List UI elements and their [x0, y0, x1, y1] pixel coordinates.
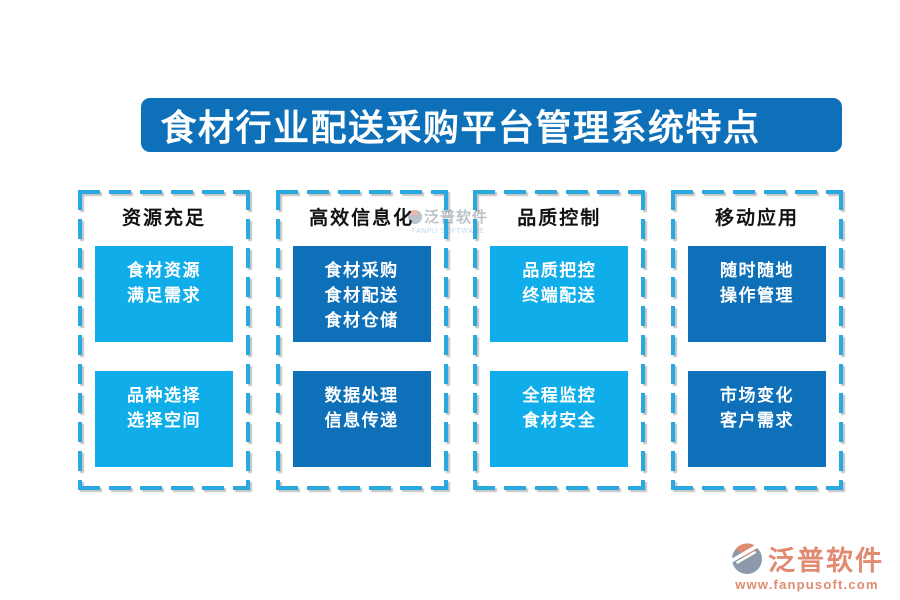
feature-box: 随时随地 操作管理: [687, 246, 826, 342]
feature-line: 品种选择: [127, 386, 201, 405]
feature-box: 品种选择 选择空间: [95, 371, 233, 467]
feature-line: 全程监控: [522, 386, 597, 405]
column-mobile: 移动应用 随时随地 操作管理 市场变化 客户需求: [670, 190, 843, 490]
feature-line: 食材资源: [127, 261, 201, 280]
feature-box: 品质把控 终端配送: [490, 246, 629, 342]
feature-line: 客户需求: [719, 411, 794, 430]
watermark-subtext: FANPU SOFTWARE: [411, 228, 485, 235]
feature-box: 食材采购 食材配送 食材仓储: [292, 246, 431, 342]
feature-box: 全程监控 食材安全: [490, 371, 629, 467]
feature-columns: 资源充足 食材资源 满足需求 品种选择 选择空间 高效信息化 食材采购 食材配送…: [78, 190, 843, 490]
column-header: 品质控制: [517, 208, 602, 229]
feature-line: 信息传递: [324, 411, 399, 430]
logo-row: 泛普软件: [730, 539, 884, 578]
logo-url: www.fanpusoft.com: [735, 577, 879, 592]
feature-line: 品质把控: [522, 261, 597, 280]
feature-line: 食材安全: [522, 411, 597, 430]
feature-line: 数据处理: [324, 386, 399, 405]
column-resources: 资源充足 食材资源 满足需求 品种选择 选择空间: [78, 190, 250, 490]
vendor-logo: 泛普软件 www.fanpusoft.com: [730, 539, 884, 592]
feature-line: 市场变化: [719, 386, 794, 405]
column-quality: 品质控制 品质把控 终端配送 全程监控 食材安全: [473, 190, 646, 490]
column-informatization: 高效信息化 食材采购 食材配送 食材仓储 数据处理 信息传递: [275, 190, 448, 490]
feature-line: 操作管理: [719, 286, 794, 305]
column-header: 高效信息化: [309, 208, 415, 229]
column-header: 资源充足: [121, 208, 206, 229]
feature-line: 终端配送: [522, 286, 597, 305]
feature-box: 数据处理 信息传递: [292, 371, 431, 467]
title-banner: [141, 98, 842, 152]
feature-box: 市场变化 客户需求: [687, 371, 826, 467]
feature-line: 食材仓储: [324, 311, 399, 330]
logo-name: 泛普软件: [768, 546, 884, 576]
feature-line: 满足需求: [127, 286, 201, 305]
feature-line: 随时随地: [719, 261, 794, 280]
page-title: 食材行业配送采购平台管理系统特点: [160, 107, 761, 148]
feature-line: 食材采购: [324, 261, 399, 280]
feature-box: 食材资源 满足需求: [95, 246, 233, 342]
feature-line: 食材配送: [324, 286, 399, 305]
column-header: 移动应用: [714, 208, 799, 229]
fanpu-swirl-icon: [730, 541, 763, 574]
feature-line: 选择空间: [127, 411, 201, 430]
